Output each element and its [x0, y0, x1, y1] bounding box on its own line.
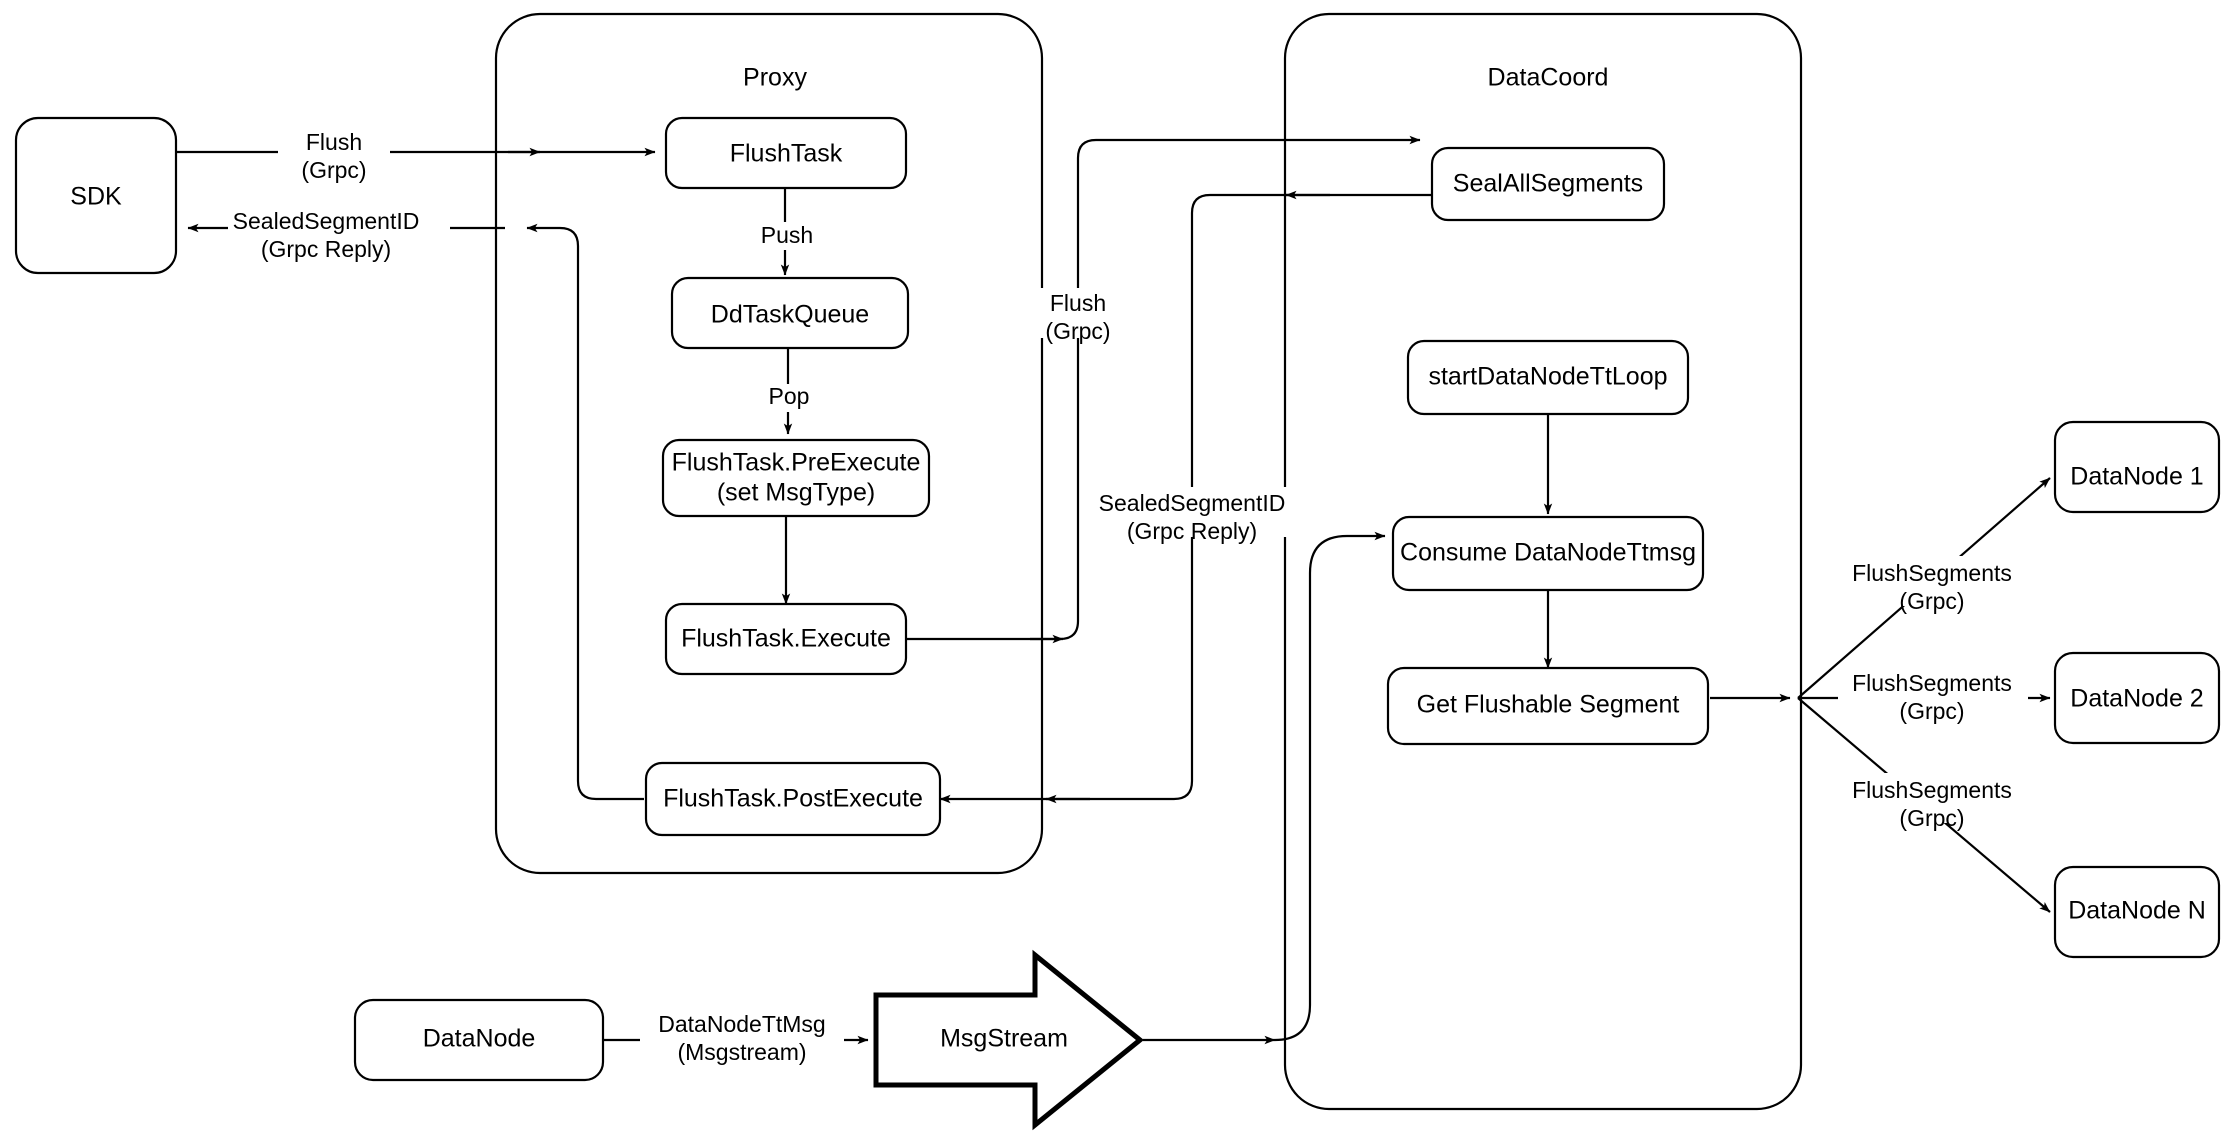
- edge-datacoord-rail-to-consume: [1274, 531, 1386, 1042]
- node-startdatanodettloop[interactable]: startDataNodeTtLoop: [1406, 339, 1690, 416]
- flushsegments-2-label-line2: (Grpc): [1899, 698, 1964, 724]
- preexecute-label-line2: (set MsgType): [717, 479, 875, 507]
- flushsegments-n-label-line1: FlushSegments: [1852, 777, 2012, 803]
- node-preexecute[interactable]: FlushTask.PreExecute (set MsgType): [661, 438, 931, 518]
- edge-label-sdk-to-proxy: Flush (Grpc): [278, 128, 390, 183]
- edge-label-proxy-to-sdk: SealedSegmentID (Grpc Reply): [228, 204, 450, 262]
- preexecute-label-line1: FlushTask.PreExecute: [672, 449, 921, 477]
- datanode-bottom-label: DataNode: [423, 1025, 536, 1053]
- edge-label-bg-8: [1838, 556, 2028, 606]
- datanode-1-label: DataNode 1: [2070, 463, 2203, 491]
- flushsegments-1-label-line1: FlushSegments: [1852, 560, 2012, 586]
- node-consume-datanodettmsg[interactable]: Consume DataNodeTtmsg: [1391, 515, 1705, 592]
- startdatanodettloop-label: startDataNodeTtLoop: [1428, 363, 1667, 391]
- edge-label-bg-10: [1838, 773, 2028, 823]
- edge-label-push: Push: [748, 222, 826, 250]
- proxy-to-coord-label-line2: (Grpc): [1045, 318, 1110, 344]
- edge-label-datanode-ttmsg: DataNodeTtMsg (Msgstream): [640, 1011, 844, 1065]
- ddtaskqueue-label: DdTaskQueue: [711, 301, 869, 329]
- proxy-to-sdk-label-line1: SealedSegmentID: [233, 208, 420, 234]
- msgstream-label: MsgStream: [940, 1025, 1068, 1053]
- sdk-box[interactable]: [14, 116, 178, 275]
- flushsegments-1-label-line2: (Grpc): [1899, 588, 1964, 614]
- edge-label-pop: Pop: [755, 383, 823, 412]
- datanode-1-box[interactable]: [2053, 420, 2221, 514]
- node-ddtaskqueue[interactable]: DdTaskQueue: [670, 276, 910, 350]
- edge-label-flushsegments-n: FlushSegments (Grpc): [1838, 773, 2028, 831]
- execute-box[interactable]: [664, 602, 908, 676]
- node-datanode-2[interactable]: DataNode 2: [2053, 651, 2221, 745]
- flushtask-label: FlushTask: [730, 140, 843, 168]
- datanode-ttmsg-label-line2: (Msgstream): [677, 1039, 806, 1065]
- proxy-to-sdk-label-line2: (Grpc Reply): [261, 236, 391, 262]
- node-datanode-1[interactable]: DataNode 1: [2053, 420, 2221, 514]
- node-execute[interactable]: FlushTask.Execute: [664, 602, 908, 676]
- edge-execute-to-sealallsegments: [906, 135, 1421, 641]
- sdk-label: SDK: [70, 183, 122, 211]
- node-sealallsegments[interactable]: SealAllSegments: [1430, 146, 1666, 222]
- node-flushtask[interactable]: FlushTask: [664, 116, 908, 190]
- push-label: Push: [761, 222, 813, 248]
- datanode-bottom-box[interactable]: [353, 998, 605, 1082]
- node-msgstream[interactable]: MsgStream: [873, 949, 1144, 1131]
- consume-datanodettmsg-box[interactable]: [1391, 515, 1705, 592]
- datanode-n-label: DataNode N: [2068, 897, 2206, 925]
- flushsegments-2-label-line1: FlushSegments: [1852, 670, 2012, 696]
- get-flushable-segment-box[interactable]: [1386, 666, 1710, 746]
- node-postexecute[interactable]: FlushTask.PostExecute: [644, 761, 942, 837]
- get-flushable-segment-label: Get Flushable Segment: [1417, 691, 1680, 719]
- execute-label: FlushTask.Execute: [681, 625, 891, 653]
- postexecute-label: FlushTask.PostExecute: [663, 785, 923, 813]
- datanode-2-label: DataNode 2: [2070, 685, 2203, 713]
- edge-label-bg-6: [1086, 487, 1300, 537]
- edge-label-bg-9: [1838, 667, 2028, 717]
- edge-label-flushsegments-1: FlushSegments (Grpc): [1838, 556, 2028, 614]
- edge-postexecute-to-reply-rail: [526, 223, 644, 801]
- coord-to-proxy-label-line2: (Grpc Reply): [1127, 518, 1257, 544]
- consume-datanodettmsg-label: Consume DataNodeTtmsg: [1400, 539, 1696, 567]
- msgstream-arrow-shape[interactable]: [873, 949, 1144, 1131]
- preexecute-box[interactable]: [661, 438, 931, 518]
- edge-label-coord-to-proxy: SealedSegmentID (Grpc Reply): [1086, 487, 1300, 544]
- datanode-ttmsg-label-line1: DataNodeTtMsg: [658, 1011, 825, 1037]
- edge-label-bg-5: [1026, 288, 1130, 338]
- edge-label-proxy-to-coord: Flush (Grpc): [1026, 288, 1130, 344]
- edge-label-bg-1: [278, 128, 390, 178]
- postexecute-box[interactable]: [644, 761, 942, 837]
- edge-label-bg-7: [640, 1011, 844, 1061]
- node-get-flushable-segment[interactable]: Get Flushable Segment: [1386, 666, 1710, 746]
- sdk-to-proxy-label-line1: Flush: [306, 129, 362, 155]
- coord-to-proxy-label-line1: SealedSegmentID: [1099, 490, 1286, 516]
- ddtaskqueue-box[interactable]: [670, 276, 910, 350]
- startdatanodettloop-box[interactable]: [1406, 339, 1690, 416]
- node-datanode-bottom[interactable]: DataNode: [353, 998, 605, 1082]
- proxy-to-coord-label-line1: Flush: [1050, 290, 1106, 316]
- proxy-container-title: Proxy: [743, 64, 807, 92]
- edge-label-flushsegments-2: FlushSegments (Grpc): [1838, 667, 2028, 724]
- edge-label-bg-3: [748, 222, 826, 250]
- edge-label-bg-4: [755, 384, 823, 412]
- sdk-to-proxy-label-line2: (Grpc): [301, 157, 366, 183]
- datacoord-container-title: DataCoord: [1488, 64, 1609, 92]
- sealallsegments-label: SealAllSegments: [1453, 170, 1643, 198]
- datanode-n-box[interactable]: [2053, 865, 2221, 959]
- flushtask-box[interactable]: [664, 116, 908, 190]
- edge-label-bg-2: [228, 204, 450, 254]
- datanode-2-box[interactable]: [2053, 651, 2221, 745]
- node-datanode-n[interactable]: DataNode N: [2053, 865, 2221, 959]
- sealallsegments-box[interactable]: [1430, 146, 1666, 222]
- flushsegments-n-label-line2: (Grpc): [1899, 805, 1964, 831]
- pop-label: Pop: [769, 383, 810, 409]
- node-sdk[interactable]: SDK: [14, 116, 178, 275]
